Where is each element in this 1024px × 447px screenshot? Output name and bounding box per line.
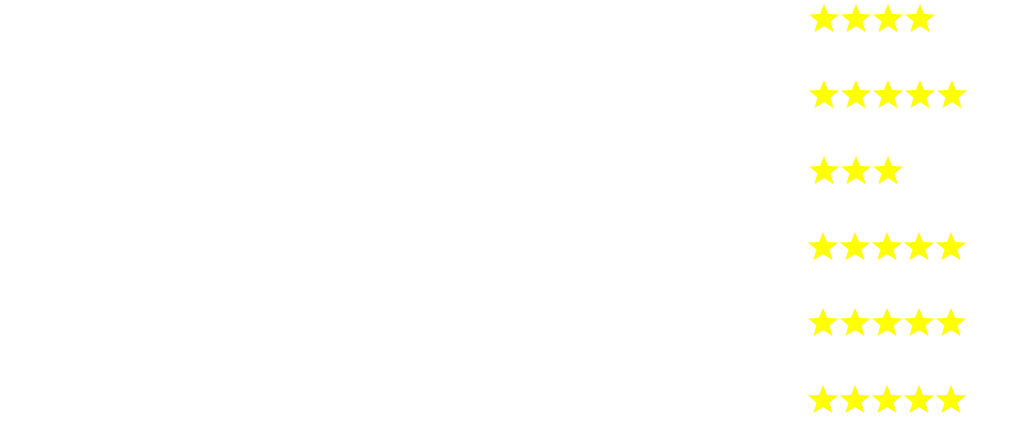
star-icon [839,230,871,262]
star-icon [808,2,840,34]
rating-row-3 [808,150,904,190]
star-icon [935,306,967,338]
star-icon [807,383,839,415]
rating-row-2 [808,74,968,114]
star-icon [807,306,839,338]
rating-row-6 [807,379,967,419]
star-icon [808,154,840,186]
star-icon [935,230,967,262]
star-icon [904,78,936,110]
star-icon [935,383,967,415]
star-icon [936,78,968,110]
star-icon [839,306,871,338]
star-icon [903,306,935,338]
star-icon [839,383,871,415]
star-icon [872,2,904,34]
star-icon [871,383,903,415]
star-icon [808,78,840,110]
star-icon [840,2,872,34]
rating-row-4 [807,226,967,266]
star-icon [904,2,936,34]
star-icon [872,154,904,186]
star-icon [903,383,935,415]
rating-row-5 [807,302,967,342]
rating-row-1 [808,0,936,38]
star-icon [871,230,903,262]
star-icon [903,230,935,262]
star-icon [872,78,904,110]
star-icon [807,230,839,262]
star-icon [840,154,872,186]
star-icon [871,306,903,338]
star-icon [840,78,872,110]
